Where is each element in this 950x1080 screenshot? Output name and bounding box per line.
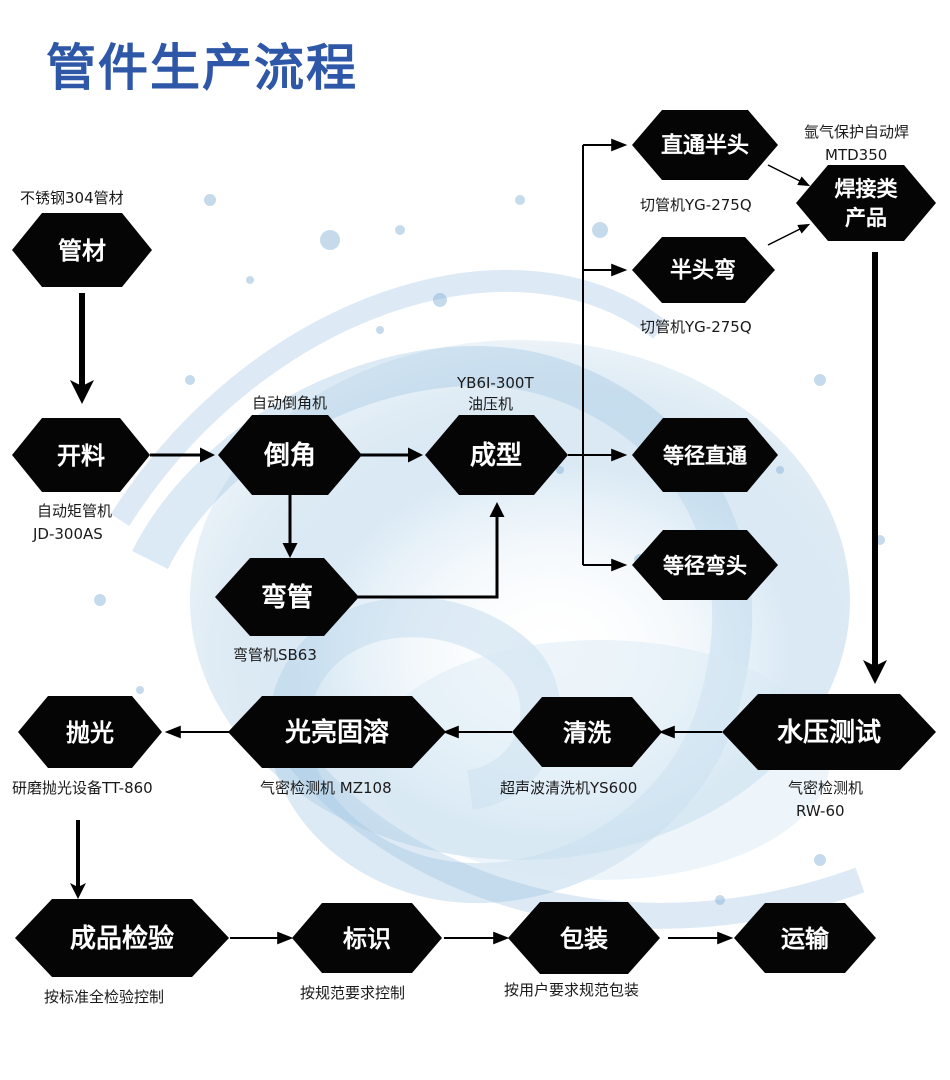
- node-label: 等径弯头: [663, 554, 747, 578]
- node-paoguang: 抛光: [18, 696, 162, 768]
- node-baozhuang: 包装: [508, 902, 660, 974]
- node-guangliang: 光亮固溶: [228, 696, 446, 768]
- node-label: 标识: [343, 925, 391, 953]
- caption-hanjie-2: MTD350: [825, 146, 887, 164]
- caption-shuiya-2: RW-60: [796, 802, 845, 820]
- node-zhitong-bantou: 直通半头: [632, 110, 778, 180]
- arrow-zhitong-to-hanjie: [767, 164, 811, 187]
- node-qingxi: 清洗: [512, 697, 662, 767]
- connectors: [70, 138, 887, 945]
- caption-hanjie-1: 氩气保护自动焊: [804, 123, 909, 141]
- caption-jianyan: 按标准全检验控制: [44, 988, 164, 1006]
- node-hanjie: 焊接类 产品: [796, 165, 936, 241]
- node-label: 清洗: [563, 719, 611, 747]
- node-bantouwan: 半头弯: [632, 237, 775, 303]
- node-label: 直通半头: [661, 133, 749, 159]
- node-jianyan: 成品检验: [15, 899, 229, 977]
- caption-guangliang: 气密检测机 MZ108: [260, 779, 392, 797]
- caption-qingxi: 超声波清洗机YS600: [500, 779, 637, 797]
- caption-paoguang: 研磨抛光设备TT-860: [12, 779, 153, 797]
- caption-chengxing-2: 油压机: [468, 395, 513, 413]
- page-title: 管件生产流程: [46, 39, 358, 97]
- caption-baozhuang: 按用户要求规范包装: [504, 981, 639, 999]
- caption-biaoshi: 按规范要求控制: [300, 984, 405, 1002]
- node-daojiao: 倒角: [218, 415, 362, 495]
- node-label: 运输: [781, 925, 830, 953]
- caption-kailiao-2: JD-300AS: [32, 525, 103, 543]
- arrow-wanguan-to-chengxing: [358, 502, 505, 599]
- node-yunshu: 运输: [734, 903, 876, 973]
- node-chengxing: 成型: [425, 415, 568, 495]
- caption-guancai: 不锈钢304管材: [20, 189, 124, 207]
- arrow-bantouwan-to-hanjie: [767, 223, 811, 246]
- node-label: 开料: [57, 442, 105, 470]
- caption-shuiya-1: 气密检测机: [788, 779, 863, 797]
- node-shuiya: 水压测试: [722, 694, 936, 770]
- caption-bantouwan: 切管机YG-275Q: [640, 318, 752, 336]
- node-label: 抛光: [66, 719, 114, 747]
- caption-kailiao-1: 自动矩管机: [37, 502, 112, 520]
- node-label-line1: 焊接类: [835, 177, 899, 201]
- caption-wanguan: 弯管机SB63: [233, 646, 317, 664]
- node-label: 等径直通: [663, 444, 747, 468]
- node-kailiao: 开料: [12, 418, 150, 492]
- captions: 不锈钢304管材 自动矩管机 JD-300AS 自动倒角机 YB6I-300T …: [12, 123, 909, 1006]
- node-label: 成品检验: [70, 923, 174, 954]
- node-label: 包装: [560, 925, 608, 953]
- node-label: 半头弯: [670, 258, 736, 284]
- node-label: 弯管: [261, 582, 313, 613]
- node-wanguan: 弯管: [215, 558, 359, 636]
- caption-daojiao: 自动倒角机: [252, 394, 327, 412]
- node-biaoshi: 标识: [292, 903, 442, 973]
- node-guancai: 管材: [12, 213, 152, 287]
- caption-chengxing-1: YB6I-300T: [456, 374, 534, 392]
- node-label: 管材: [58, 237, 106, 265]
- node-dengjing-wantou: 等径弯头: [632, 530, 778, 600]
- node-dengjing-zhitong: 等径直通: [632, 418, 778, 492]
- node-label: 水压测试: [777, 718, 881, 748]
- node-label: 光亮固溶: [284, 717, 389, 748]
- node-label-line2: 产品: [845, 206, 887, 230]
- node-label: 成型: [470, 441, 522, 471]
- node-label: 倒角: [263, 440, 316, 471]
- caption-zhitong: 切管机YG-275Q: [640, 196, 752, 214]
